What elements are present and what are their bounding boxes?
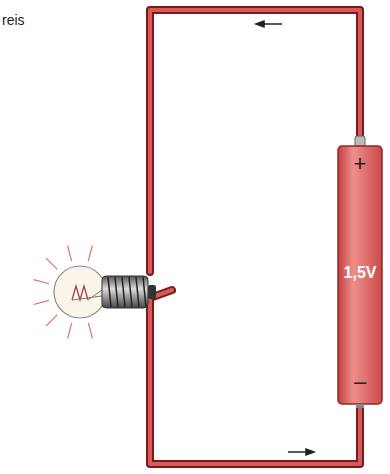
battery-label-area: +1,5V – <box>338 146 382 404</box>
polarity-sign: + <box>354 152 367 176</box>
light-bulb <box>34 246 156 339</box>
polarity-sign: – <box>354 370 366 394</box>
wire <box>150 10 360 464</box>
current-arrow <box>256 21 314 455</box>
battery-cell <box>338 136 382 408</box>
voltage-label: 1,5V <box>344 264 377 282</box>
caption-fragment: reis <box>2 12 25 28</box>
